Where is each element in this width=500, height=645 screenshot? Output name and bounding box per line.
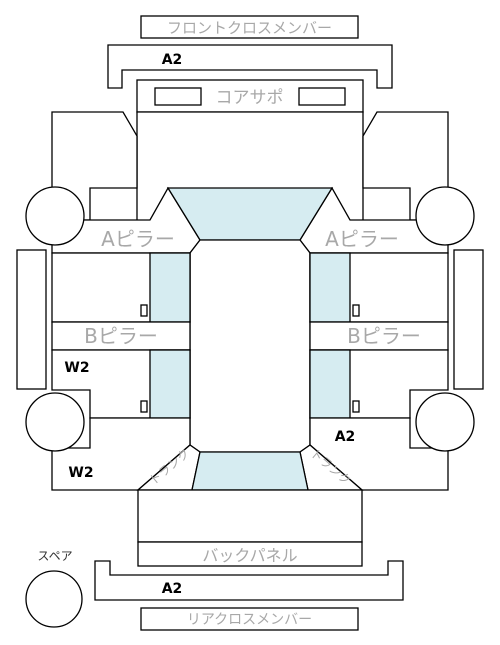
side-skirt-right[interactable]: [453, 249, 484, 390]
trunk-lid[interactable]: [137, 489, 363, 543]
window-front-left: [149, 252, 191, 323]
headlight-slot-left: [154, 87, 202, 106]
b-pillar-left[interactable]: Bピラー: [51, 321, 191, 351]
rear-cross-member[interactable]: リアクロスメンバー: [140, 607, 359, 631]
spare-tire[interactable]: スペア: [25, 549, 83, 628]
tire-rear-right[interactable]: [415, 392, 475, 452]
door-front-right[interactable]: [309, 252, 449, 323]
quarter-rear-left[interactable]: W2: [51, 417, 191, 491]
door-handle-front-right[interactable]: [352, 304, 360, 317]
rear-cross-member-label: リアクロスメンバー: [187, 612, 312, 628]
front-a2-mark: A2: [162, 52, 183, 68]
side-skirt-left[interactable]: [16, 249, 47, 390]
door-rear-left[interactable]: W2: [51, 349, 191, 419]
b-pillar-right[interactable]: Bピラー: [309, 321, 449, 351]
right-a2-mark: A2: [335, 429, 356, 445]
door-handle-front-left[interactable]: [140, 304, 148, 317]
window-rear-right: [309, 349, 351, 419]
quarter-rear-right[interactable]: A2: [309, 417, 449, 491]
window-rear-left: [149, 349, 191, 419]
core-support-label: コアサポ: [216, 88, 284, 108]
tire-rear-left[interactable]: [25, 392, 85, 452]
door-handle-rear-left[interactable]: [140, 400, 148, 413]
spare-label: スペア: [37, 549, 72, 563]
rear-window[interactable]: [191, 451, 309, 491]
rear-a2-bracket[interactable]: A2: [94, 560, 404, 601]
core-support[interactable]: コアサポ: [136, 79, 364, 113]
left-w2-lower-mark: W2: [68, 465, 93, 481]
headlight-slot-right: [298, 87, 346, 106]
door-rear-right[interactable]: [309, 349, 449, 419]
b-pillar-right-label: Bピラー: [347, 324, 421, 348]
tire-front-left[interactable]: [25, 186, 85, 246]
back-panel[interactable]: バックパネル: [137, 541, 363, 567]
door-front-left[interactable]: [51, 252, 191, 323]
tire-front-right[interactable]: [415, 186, 475, 246]
back-panel-label: バックパネル: [202, 546, 297, 565]
rear-a2-mark: A2: [162, 581, 183, 597]
front-a2-bracket[interactable]: A2: [107, 44, 393, 89]
left-w2-upper-mark: W2: [64, 360, 89, 376]
window-front-right: [309, 252, 351, 323]
a-pillar-right[interactable]: Aピラー: [299, 186, 449, 254]
a-pillar-right-label: Aピラー: [325, 227, 399, 251]
a-pillar-left-label: Aピラー: [101, 227, 175, 251]
roof[interactable]: [189, 239, 311, 453]
front-cross-member[interactable]: フロントクロスメンバー: [140, 15, 359, 39]
door-handle-rear-right[interactable]: [352, 400, 360, 413]
front-cross-member-label: フロントクロスメンバー: [167, 19, 332, 37]
b-pillar-left-label: Bピラー: [84, 324, 158, 348]
